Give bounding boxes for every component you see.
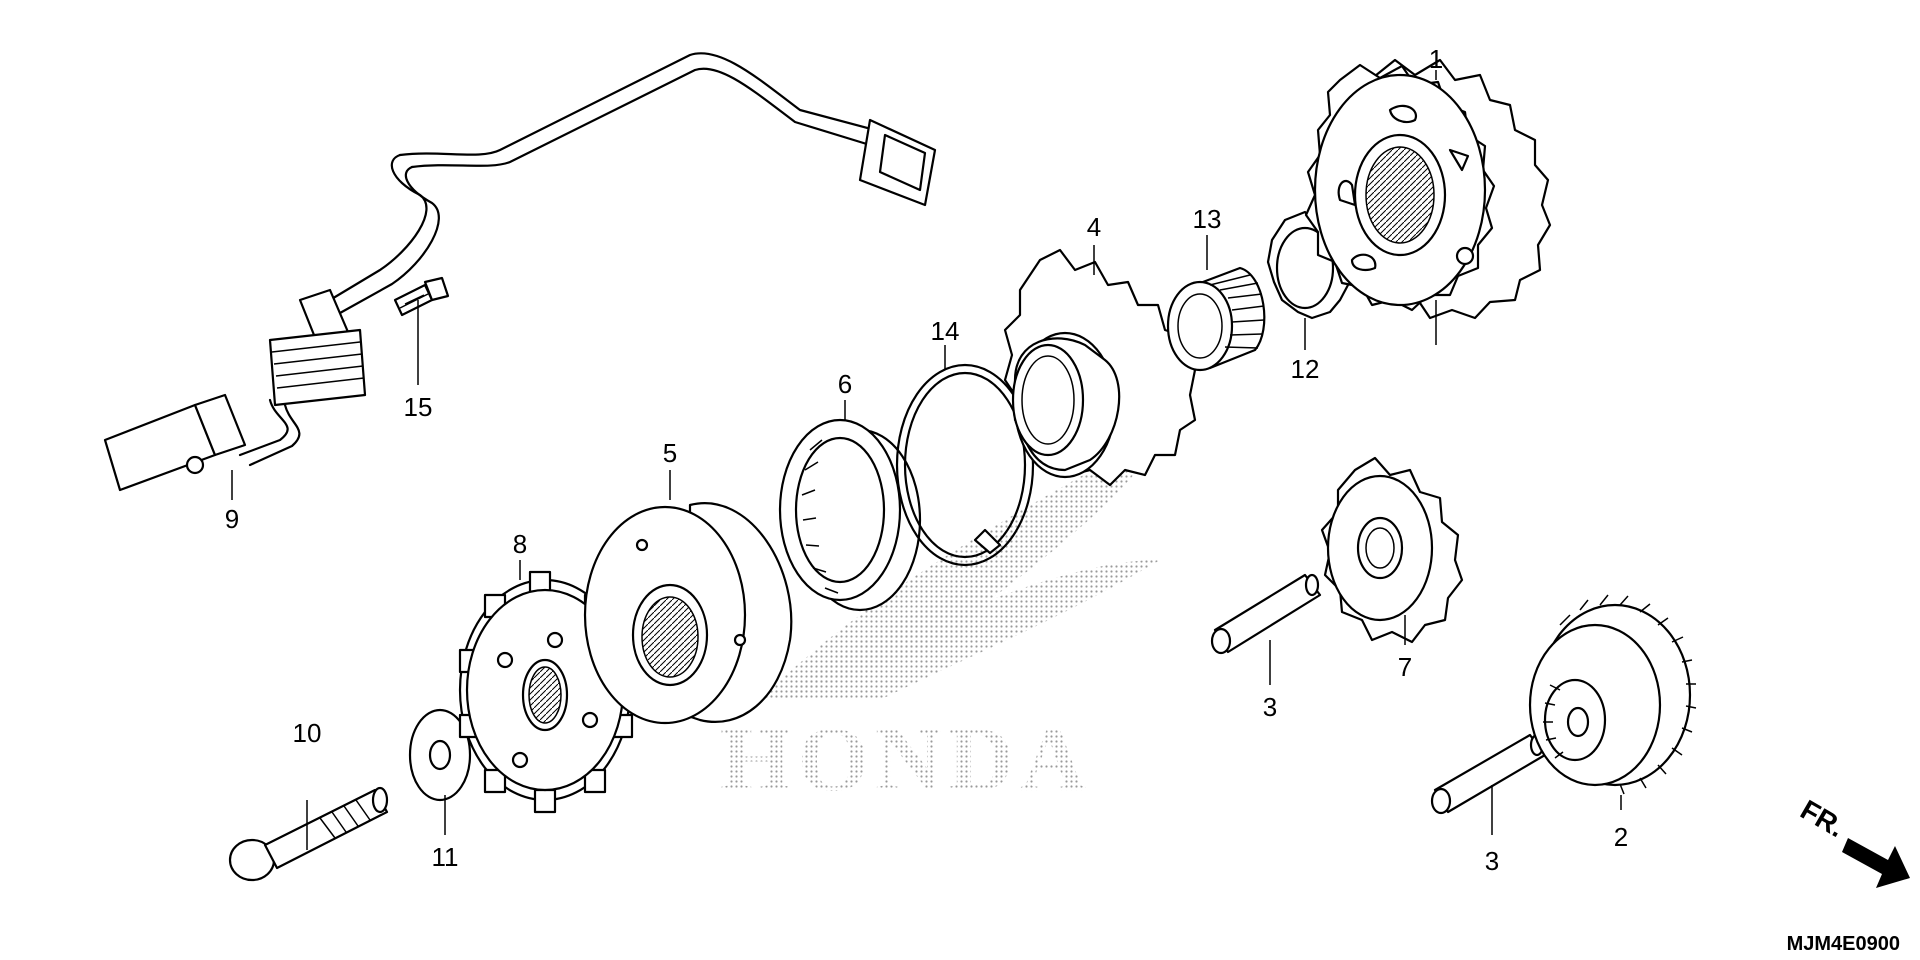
callout-13: 13 [1193, 204, 1222, 234]
callout-6: 6 [838, 369, 852, 399]
callout-12: 12 [1291, 354, 1320, 384]
leader-lines [231, 70, 1622, 850]
callout-9: 9 [225, 504, 239, 534]
front-arrow-icon [1842, 838, 1910, 888]
part-9-wire-harness [103, 52, 937, 492]
part-15-bolt [393, 276, 450, 317]
callout-2: 2 [1614, 822, 1628, 852]
callout-5: 5 [663, 438, 677, 468]
part-5-clutch-outer [583, 502, 793, 725]
honda-watermark-text: HONDA [720, 708, 1092, 810]
part-6-one-way-clutch [778, 418, 922, 612]
callout-15: 15 [404, 392, 433, 422]
callout-14: 14 [931, 316, 960, 346]
callout-3-b: 3 [1485, 846, 1499, 876]
diagram-code: MJM4E0900 [1787, 933, 1900, 955]
part-4-gear-hub [1003, 248, 1197, 487]
part-3-shaft-b [1430, 733, 1547, 815]
part-1-driven-gear [1304, 58, 1552, 320]
callout-8: 8 [513, 529, 527, 559]
part-13-needle-bearing [1166, 266, 1266, 372]
part-11-washer [408, 708, 472, 802]
callout-numbers: 1 2 3 3 4 5 6 7 8 9 10 11 12 13 14 15 [225, 44, 1628, 876]
front-direction-label: FR. [1795, 794, 1850, 843]
callout-7: 7 [1398, 652, 1412, 682]
part-3-shaft-a [1210, 573, 1322, 655]
front-direction-indicator: FR. [1795, 794, 1910, 888]
callout-3-a: 3 [1263, 692, 1277, 722]
callout-4: 4 [1087, 212, 1101, 242]
callout-10: 10 [293, 718, 322, 748]
part-2-reduction-gear [1528, 594, 1697, 795]
part-14-snap-ring [895, 363, 1035, 567]
callout-11: 11 [432, 842, 459, 872]
callout-1: 1 [1429, 44, 1443, 74]
part-10-flange-bolt [228, 786, 389, 882]
part-7-idle-gear [1320, 456, 1464, 644]
